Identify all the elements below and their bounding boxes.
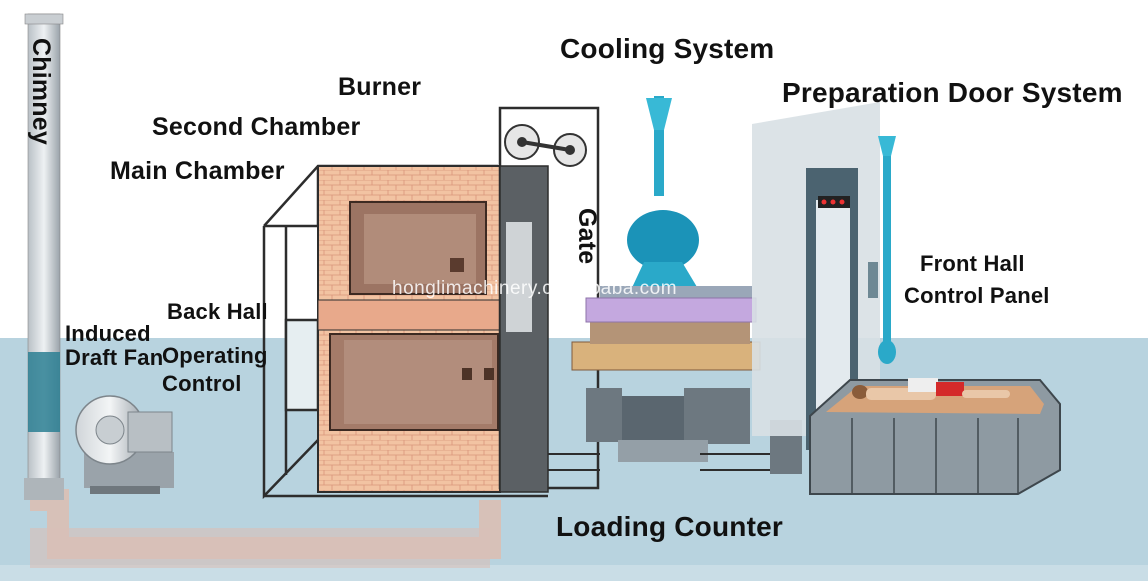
induced-draft-fan	[75, 395, 174, 494]
chimney	[24, 13, 64, 500]
preparation-door-system	[752, 102, 880, 450]
main-chamber-label: Main Chamber	[110, 157, 285, 185]
operating-control-label-line-2: Control	[162, 371, 242, 397]
operating-control-label-line-1: Operating	[162, 343, 268, 368]
preparation-door-system-label: Preparation Door System	[782, 77, 1123, 108]
loading-counter	[548, 297, 802, 474]
induced-draft-fan-label: Induced Draft Fan	[65, 321, 164, 371]
gate-mechanism	[498, 106, 600, 493]
floor-edge	[0, 565, 1148, 581]
front-hall-unit	[809, 136, 1061, 495]
cooling-system	[600, 96, 752, 304]
front-hall-label-line-1: Front Hall	[920, 251, 1025, 276]
watermark: honglimachinery.cn.alibaba.com	[392, 278, 678, 299]
front-hall-label-line-2: Control Panel	[904, 283, 1050, 309]
operating-control-label: Operating Control	[162, 343, 268, 397]
back-hall-label: Back Hall	[167, 299, 268, 324]
cooling-system-label: Cooling System	[560, 33, 775, 64]
burner-label: Burner	[338, 73, 422, 101]
chimney-label: Chimney	[27, 38, 55, 145]
induced-draft-fan-label-line-2: Draft Fan	[65, 345, 164, 371]
induced-draft-fan-label-line-1: Induced	[65, 321, 151, 346]
cremation-chambers	[317, 165, 501, 493]
front-hall-control-panel-label: Front Hall Control Panel	[904, 251, 1050, 308]
loading-counter-label: Loading Counter	[556, 511, 783, 542]
second-chamber-label: Second Chamber	[152, 113, 361, 141]
duct-floor-piece	[30, 528, 490, 568]
gate-label: Gate	[573, 208, 601, 265]
